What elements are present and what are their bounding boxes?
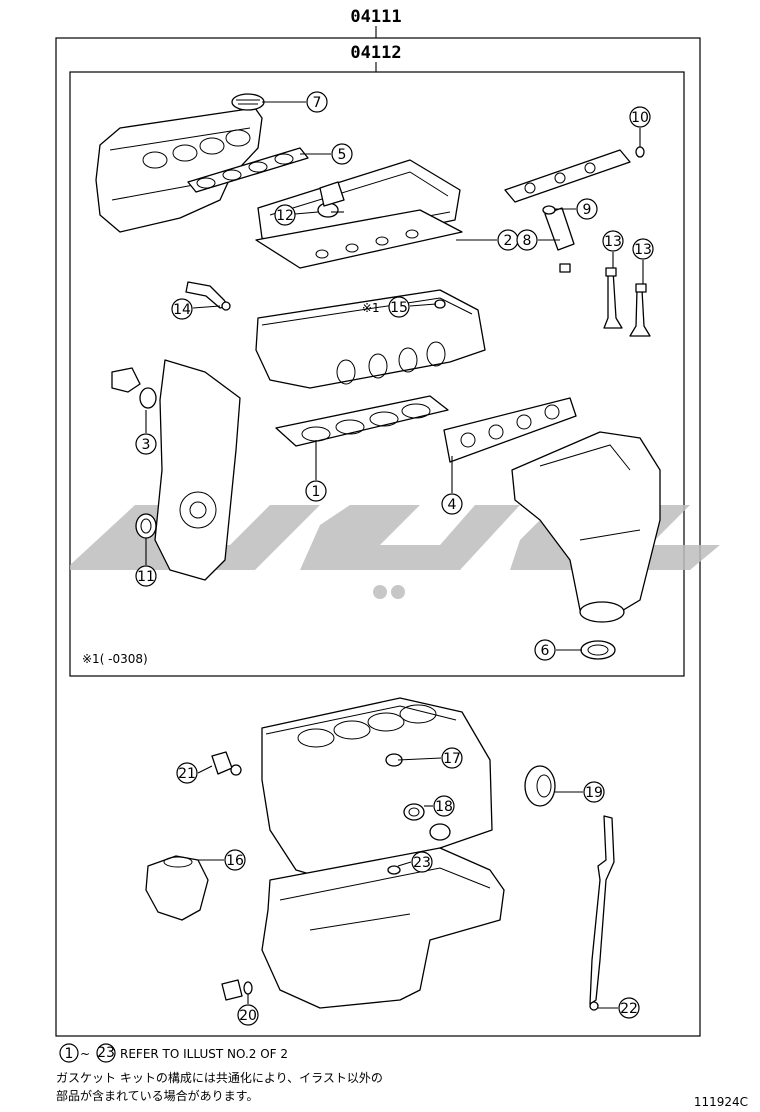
cylinder-head-gasket <box>275 395 449 447</box>
callout-17: 17 <box>441 747 463 769</box>
timing-cover-gasket <box>111 367 157 409</box>
footer-range-end: 23 <box>97 1045 115 1061</box>
callout-13-left-label: 13 <box>604 234 622 250</box>
block-fitting <box>429 823 451 841</box>
assembly-code-inner: 04112 <box>350 43 401 63</box>
fuel-delivery-pipe <box>504 146 645 203</box>
rear-oil-seal-retainer-seal <box>403 803 425 821</box>
callout-18: 18 <box>433 795 455 817</box>
callout-2-label: 2 <box>504 233 513 249</box>
oil-pan <box>261 847 505 1009</box>
cylinder-head <box>255 289 486 389</box>
intake-manifold-gasket <box>187 147 309 193</box>
callout-18-label: 18 <box>435 799 453 815</box>
footer-range-start: 1 <box>65 1046 74 1062</box>
callout-1-label: 1 <box>312 484 321 500</box>
oil-drain-plug <box>221 979 253 1001</box>
jp-note-line-2: 部品が含まれている場合があります。 <box>56 1088 258 1103</box>
callout-11: 11 <box>135 565 157 587</box>
fuel-injector <box>544 207 575 273</box>
callout-15: ※1 15 <box>362 296 410 318</box>
callout-2: 2 <box>497 229 519 251</box>
oil-filter-bracket <box>145 855 209 921</box>
callout-15-label: 15 <box>390 300 408 316</box>
callout-22: 22 <box>618 997 640 1019</box>
callout-15-note-marker: ※1 <box>362 301 380 315</box>
callout-19-label: 19 <box>585 785 603 801</box>
callout-1: 1 <box>305 480 327 502</box>
illustration-id: 111924C <box>694 1095 748 1109</box>
callout-10: 10 <box>629 106 651 128</box>
injector-seal <box>542 205 556 215</box>
callout-13-right-label: 13 <box>634 242 652 258</box>
callout-11-label: 11 <box>137 569 155 585</box>
callout-22-label: 22 <box>620 1001 638 1017</box>
callout-3: 3 <box>135 433 157 455</box>
oil-pan-drain-gasket <box>387 865 401 875</box>
callout-12: 12 <box>274 204 296 226</box>
callout-6: 6 <box>534 639 556 661</box>
callout-5-label: 5 <box>338 147 347 163</box>
oil-filler-cap <box>231 93 265 111</box>
exhaust-valve <box>629 283 651 337</box>
callout-3-label: 3 <box>142 437 151 453</box>
callout-20-label: 20 <box>239 1008 257 1024</box>
callout-20: 20 <box>237 1004 259 1026</box>
callout-21: 21 <box>176 762 198 784</box>
exhaust-pipe-gasket <box>580 640 616 660</box>
cylinder-block <box>261 697 493 881</box>
jp-note-line-1: ガスケット キットの構成には共通化により、イラスト以外の <box>56 1071 383 1085</box>
callout-9-label: 9 <box>583 202 592 218</box>
exhaust-manifold-gasket <box>443 397 577 463</box>
inner-kit-frame <box>69 71 685 677</box>
callout-7: 7 <box>306 91 328 113</box>
refer-text: REFER TO ILLUST NO.2 OF 2 <box>120 1047 288 1061</box>
callout-14: 14 <box>171 298 193 320</box>
footer-refer-note: 1 ~ 23 REFER TO ILLUST NO.2 OF 2 <box>59 1043 288 1063</box>
callout-19: 19 <box>583 781 605 803</box>
range-note: ※1( -0308) <box>82 652 148 666</box>
callout-16: 16 <box>224 849 246 871</box>
callout-13-right: 13 <box>632 238 654 260</box>
callout-21-label: 21 <box>178 766 196 782</box>
callout-4: 4 <box>441 493 463 515</box>
callout-6-label: 6 <box>541 643 550 659</box>
oil-level-gauge-guide <box>589 815 615 1011</box>
callout-14-label: 14 <box>173 302 191 318</box>
oil-pressure-switch <box>211 751 242 776</box>
crankshaft-rear-oil-seal <box>524 765 556 807</box>
head-cover-gasket <box>255 209 463 269</box>
crankshaft-front-oil-seal <box>135 513 157 539</box>
callout-12-label: 12 <box>276 208 294 224</box>
timing-chain-cover <box>154 359 241 581</box>
filler-cap-gasket <box>317 181 345 218</box>
callout-16-label: 16 <box>226 853 244 869</box>
head-plug-seal <box>434 299 446 309</box>
leader-lines <box>145 101 644 1009</box>
callout-5: 5 <box>331 143 353 165</box>
intake-valve <box>603 267 623 329</box>
callout-8: 8 <box>516 229 538 251</box>
outer-kit-frame <box>55 37 701 1037</box>
callout-7-label: 7 <box>313 95 322 111</box>
exhaust-manifold-catalytic-converter <box>511 431 661 623</box>
assembly-code-outer: 04111 <box>350 7 401 27</box>
callout-8-label: 8 <box>523 233 532 249</box>
footer-range-sep: ~ <box>80 1047 90 1061</box>
callout-9: 9 <box>576 198 598 220</box>
callout-13-left: 13 <box>602 230 624 252</box>
callout-23: 23 <box>411 851 433 873</box>
callout-10-label: 10 <box>631 110 649 126</box>
callout-23-label: 23 <box>413 855 431 871</box>
pcv-hose <box>185 281 231 311</box>
callout-17-label: 17 <box>443 751 461 767</box>
callout-4-label: 4 <box>448 497 457 513</box>
